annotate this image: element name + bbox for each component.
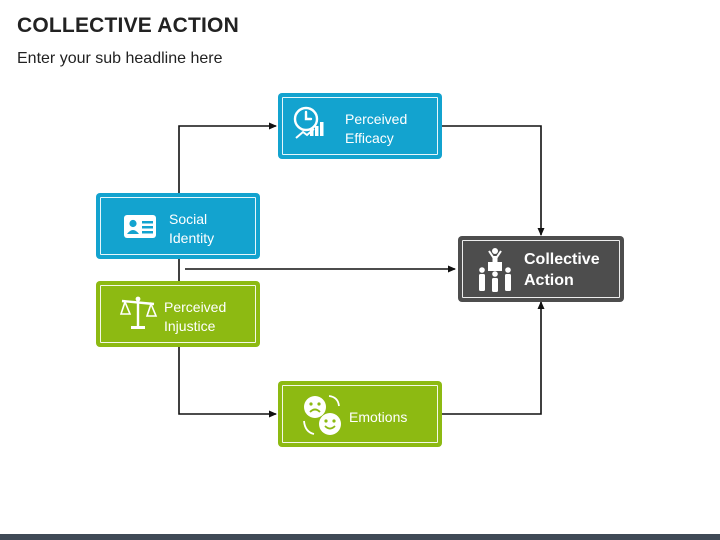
arrow-injustice-to-emotions	[178, 346, 277, 418]
id-card-icon	[124, 215, 156, 238]
page-subtitle: Enter your sub headline here	[17, 50, 223, 67]
node-perceived-efficacy: Perceived Efficacy	[278, 93, 442, 159]
balance-scale-icon	[119, 296, 158, 329]
node-collective-action: Collective Action	[458, 236, 624, 302]
node-label-identity: Social Identity	[169, 211, 215, 246]
node-label-injustice: Perceived Injustice	[164, 299, 227, 334]
node-emotions: Emotions	[278, 381, 442, 447]
node-perceived-injustice: Perceived Injustice	[96, 281, 260, 347]
arrow-efficacy-to-action	[442, 125, 545, 236]
people-leader-icon	[479, 248, 511, 292]
node-label-action: Collective Action	[524, 251, 600, 289]
node-social-identity: Social Identity	[96, 193, 260, 259]
node-label-emotions: Emotions	[349, 409, 408, 425]
clock-growth-chart-icon	[293, 106, 324, 139]
page-title: COLLECTIVE ACTION	[17, 14, 239, 37]
sad-happy-faces-icon	[303, 395, 341, 435]
arrow-identity-to-efficacy	[178, 122, 277, 193]
node-label-efficacy: Perceived Efficacy	[345, 111, 408, 146]
bottom-accent-bar	[0, 534, 720, 540]
arrow-emotions-to-action	[442, 301, 545, 415]
